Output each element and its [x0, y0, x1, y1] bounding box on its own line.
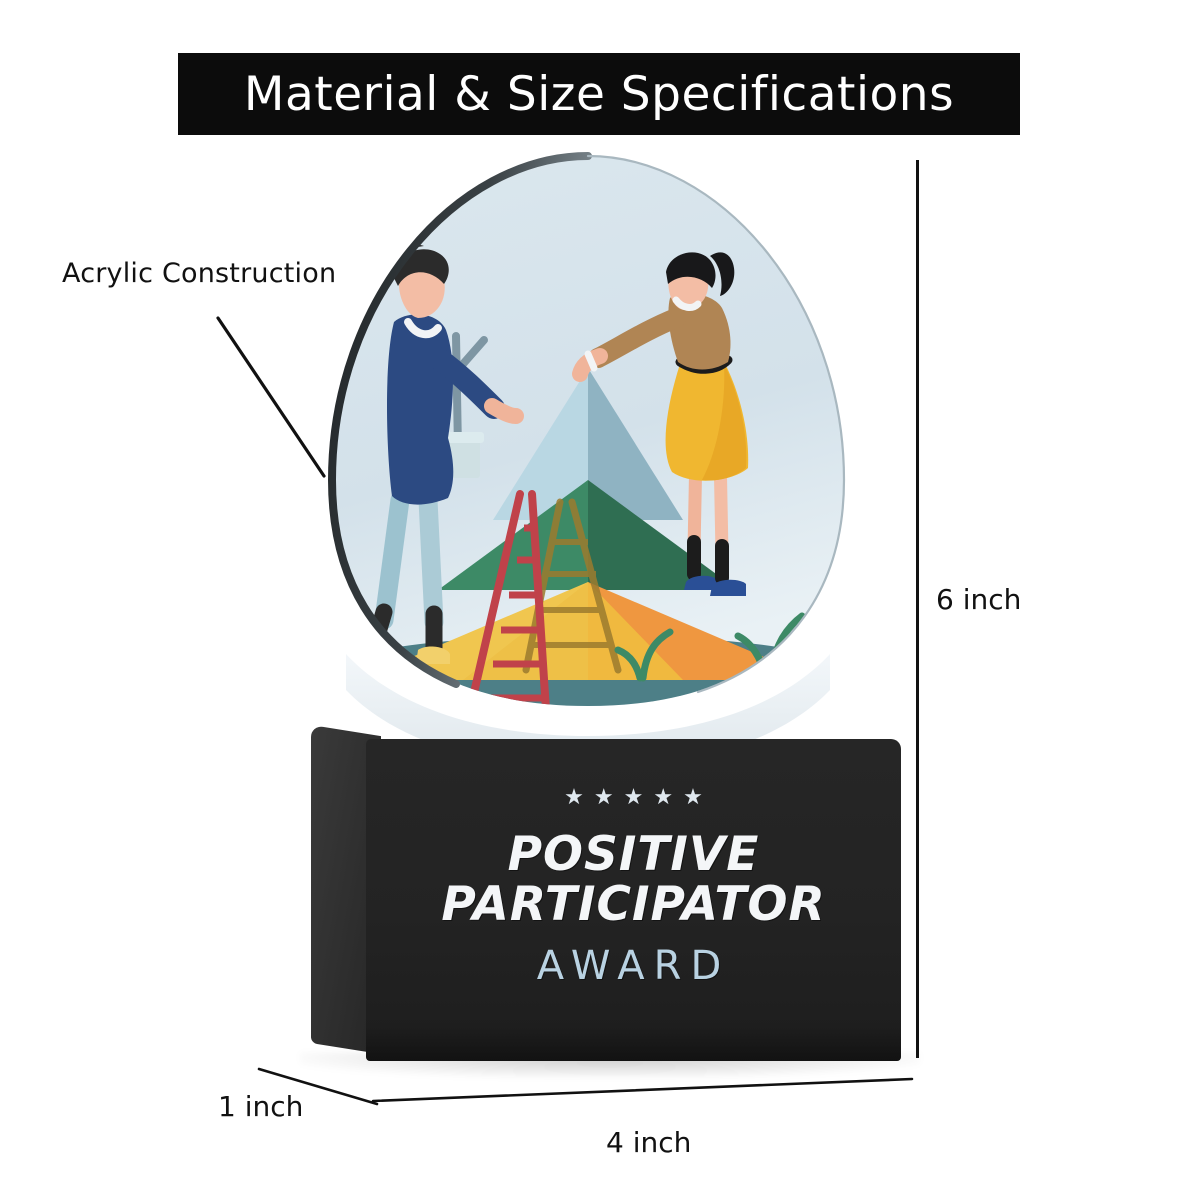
plaque-star-rating: ★ ★ ★ ★ ★ — [564, 786, 703, 808]
dome-right-edge — [586, 154, 846, 694]
dimension-label-depth: 1 inch — [218, 1090, 304, 1123]
pyramid-top-left — [493, 368, 588, 520]
dimension-line-width — [371, 1077, 914, 1103]
star-icon: ★ — [623, 784, 644, 809]
person-right-woman — [572, 252, 749, 596]
dimension-label-width: 4 inch — [606, 1126, 692, 1159]
star-icon: ★ — [564, 784, 584, 809]
star-icon: ★ — [593, 784, 614, 809]
plaque-line-participator: PARTICIPATOR — [441, 876, 826, 932]
page-title: Material & Size Specifications — [243, 66, 955, 122]
pyramid-top-right — [588, 368, 683, 520]
plaque-line-positive: POSITIVE — [507, 827, 760, 882]
star-icon: ★ — [683, 784, 703, 809]
base-front-face — [366, 739, 901, 1061]
ladder — [466, 490, 550, 706]
dimension-line-depth — [257, 1067, 379, 1106]
base-bottom-shading — [366, 1025, 901, 1061]
dome-left-edge — [327, 152, 592, 688]
annotation-label-acrylic-construction: Acrylic Construction — [62, 258, 337, 289]
star-icon: ★ — [653, 784, 674, 809]
dimension-label-height: 6 inch — [936, 583, 1022, 616]
trophy-base: ★ ★ ★ ★ ★ POSITIVE PARTICIPATOR AWARD — [311, 725, 901, 1061]
header-banner: Material & Size Specifications — [178, 53, 1020, 135]
plaque-text-block: ★ ★ ★ ★ ★ POSITIVE PARTICIPATOR AWARD — [366, 739, 901, 1061]
acrylic-dome-svg — [327, 152, 846, 768]
acrylic-dome — [288, 150, 888, 768]
dimension-line-height — [916, 160, 919, 1058]
acrylic-award-trophy: ★ ★ ★ ★ ★ POSITIVE PARTICIPATOR AWARD — [288, 150, 928, 1080]
plaque-line-award: AWARD — [536, 942, 731, 989]
